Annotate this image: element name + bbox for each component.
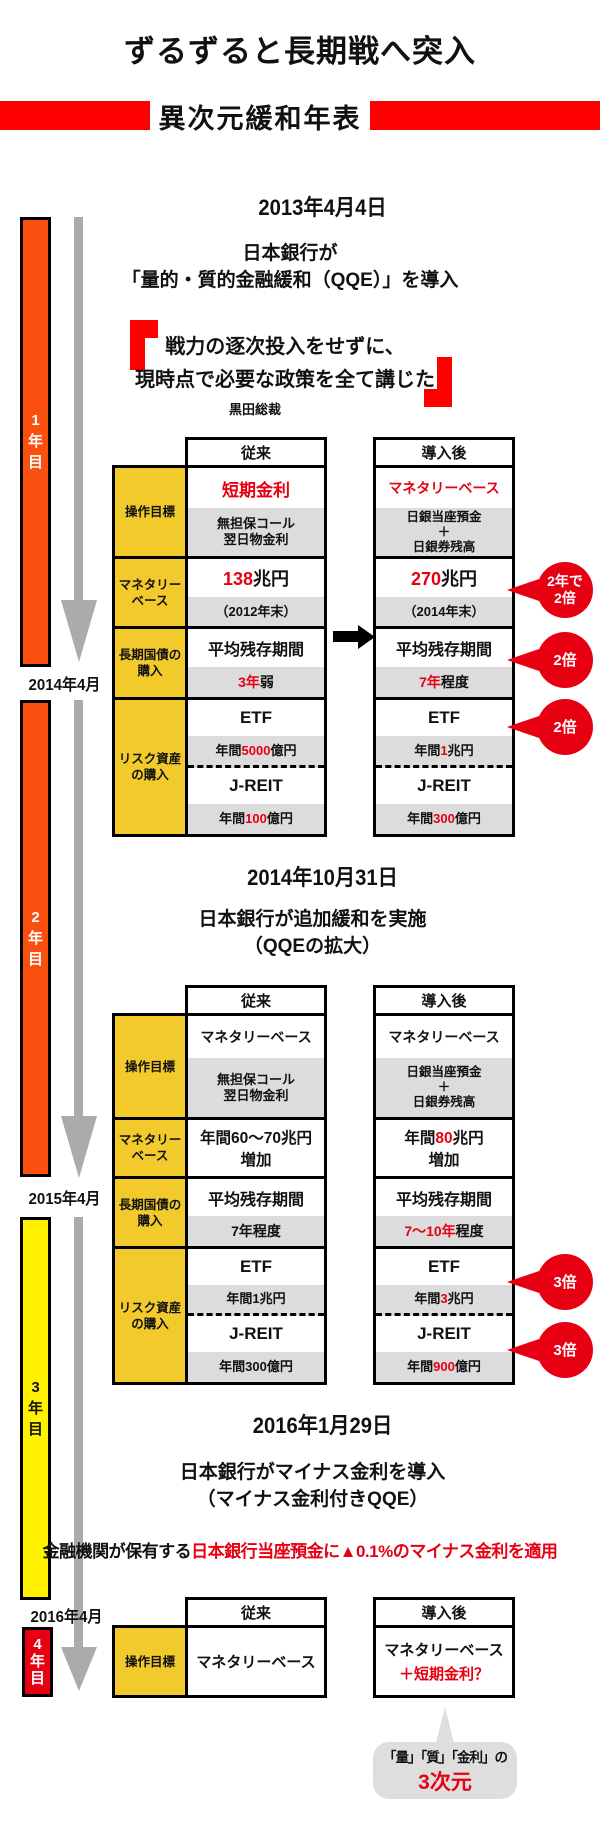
s1-old-header: 従来 (188, 440, 324, 468)
s1-new-row-risk: ETF 年間1兆円 J-REIT 年間300億円 (376, 700, 512, 834)
s2-old-header: 従来 (188, 988, 324, 1016)
timeline-bar-year2: 2 年 目 (20, 700, 51, 1177)
s2-table-old-column: 従来 マネタリーベース 無担保コール翌日物金利 年間60〜70兆円 増加 平均残… (185, 985, 327, 1385)
bubble-line2: 3次元 (418, 1770, 472, 1794)
bubble-line1: 「量」「質」「金利」の (383, 1749, 508, 1765)
s2-badge2-tail (507, 1339, 539, 1361)
s2-label-target: 操作目標 (115, 1016, 185, 1120)
s3-old-header: 従来 (188, 1600, 324, 1628)
s3-table-label-column: 操作目標 (112, 1625, 188, 1698)
s1-old-row-jgb: 平均残存期間 3年弱 (188, 629, 324, 700)
s1-quote-attribution: 黒田総裁 (228, 402, 281, 417)
bubble-tail-icon (436, 1707, 454, 1743)
open-quote-icon (130, 320, 158, 370)
s1-badge-2x-etf: 2倍 (537, 699, 593, 755)
timeline-line-1 (74, 217, 83, 600)
s1-new-header: 導入後 (376, 440, 512, 468)
s3-table-old-column: 従来 マネタリーベース (185, 1597, 327, 1698)
s1-badge1-tail (507, 579, 539, 601)
s1-new-row-target: マネタリーベース 日銀当座預金＋日銀券残高 (376, 468, 512, 559)
s1-old-row-risk: ETF 年間5000億円 J-REIT 年間100億円 (188, 700, 324, 834)
s3-new-header: 導入後 (376, 1600, 512, 1628)
timeline-date-2015: 2015年4月 (28, 1191, 101, 1208)
timeline-bar-year1: 1 年 目 (20, 217, 51, 667)
s1-label-jgb: 長期国債の購入 (115, 629, 185, 700)
s2-table-new-column: 導入後 マネタリーベース 日銀当座預金＋日銀券残高 年間80兆円 増加 平均残存… (373, 985, 515, 1385)
s3-desc-line2: （マイナス金利付きQQE） (196, 1489, 429, 1510)
s2-label-risk-assets: リスク資産の購入 (118, 1300, 182, 1331)
s2-old-row-risk: ETF 年間1兆円 J-REIT 年間300億円 (188, 1249, 324, 1382)
s1-label-target: 操作目標 (115, 468, 185, 559)
s3-table-new-column: 導入後 マネタリーベース ＋短期金利？ (373, 1597, 515, 1698)
s1-badge2-tail (507, 649, 539, 671)
timeline-line-2 (74, 700, 83, 1116)
s3-old-value: マネタリーベース (188, 1628, 324, 1695)
s2-description: 日本銀行が追加緩和を実施 （QQEの拡大） (25, 906, 600, 960)
page-title: ずるずると長期戦へ突入 (124, 34, 476, 69)
close-quote-icon (424, 357, 452, 407)
s1-label-risk-assets: リスク資産の購入 (118, 752, 182, 782)
s2-badge1-tail (507, 1271, 539, 1293)
timeline-arrowhead-1 (61, 600, 97, 662)
s2-desc-line2: （QQEの拡大） (243, 936, 382, 957)
s1-badge3-tail (507, 716, 539, 738)
three-dimensions-bubble: 「量」「質」「金利」の 3次元 (373, 1742, 517, 1799)
s1-new-row-jgb: 平均残存期間 7年程度 (376, 629, 512, 700)
s2-old-row-target: マネタリーベース 無担保コール翌日物金利 (188, 1016, 324, 1120)
timeline-line-3 (74, 1217, 83, 1647)
s1-table-old-column: 従来 短期金利 無担保コール翌日物金利 138兆円 （2012年末） 平均残存期… (185, 437, 327, 837)
transition-arrow-icon (358, 625, 375, 649)
timeline-date-2016: 2016年4月 (30, 1609, 103, 1626)
s3-note-red: 日本銀行当座預金に▲0.1%のマイナス金利を適用 (191, 1542, 558, 1561)
s1-old-row-mb: 138兆円 （2012年末） (188, 559, 324, 629)
s2-old-row-mb: 年間60〜70兆円 増加 (188, 1120, 324, 1179)
s1-quote-line2: 現時点で必要な政策を全て講じた (135, 369, 435, 391)
s1-table-new-column: 導入後 マネタリーベース 日銀当座預金＋日銀券残高 270兆円 （2014年末）… (373, 437, 515, 837)
s1-quote-line1: 戦力の逐次投入をせずに、 (165, 336, 405, 358)
s2-new-row-mb: 年間80兆円 増加 (376, 1120, 512, 1179)
timeline-arrowhead-2 (61, 1116, 97, 1178)
s2-new-row-target: マネタリーベース 日銀当座預金＋日銀券残高 (376, 1016, 512, 1120)
s2-old-row-jgb: 平均残存期間 7年程度 (188, 1179, 324, 1249)
s2-desc-line1: 日本銀行が追加緩和を実施 (198, 909, 427, 930)
s2-label-jgb: 長期国債の購入 (115, 1179, 185, 1249)
s2-date-heading: 2014年10月31日 (247, 865, 398, 890)
s2-badge-3x-jreit: 3倍 (537, 1322, 593, 1378)
s3-label-target: 操作目標 (124, 1654, 175, 1669)
s1-old-row-target: 短期金利 無担保コール翌日物金利 (188, 468, 324, 559)
s3-date-heading: 2016年1月29日 (252, 1413, 393, 1438)
s2-new-row-risk: ETF 年間3兆円 J-REIT 年間900億円 (376, 1249, 512, 1382)
s2-new-header: 導入後 (376, 988, 512, 1016)
s2-badge-3x-etf: 3倍 (537, 1254, 593, 1310)
timeline-bar-year4: 4 年 目 (22, 1627, 53, 1697)
s3-description: 日本銀行がマイナス金利を導入 （マイナス金利付きQQE） (25, 1459, 600, 1513)
s3-note-black: 金融機関が保有する (42, 1542, 192, 1561)
transition-arrow-bar (333, 631, 359, 642)
s1-desc-line1: 日本銀行が (242, 243, 338, 264)
s1-label-monetary-base: マネタリーベース (115, 559, 185, 629)
s1-new-row-mb: 270兆円 （2014年末） (376, 559, 512, 629)
s1-description: 日本銀行が 「量的・質的金融緩和（QQE）」を導入 (0, 240, 580, 294)
s2-new-row-jgb: 平均残存期間 7〜10年程度 (376, 1179, 512, 1249)
timeline-bar-year3: 3 年 目 (20, 1217, 51, 1600)
s1-badge-2x-jgb: 2倍 (537, 632, 593, 688)
s2-table-label-column: 操作目標 マネタリーベース 長期国債の購入 リスク資産の購入 (112, 1013, 188, 1385)
s3-policy-note: 金融機関が保有する日本銀行当座預金に▲0.1%のマイナス金利を適用 (0, 1537, 600, 1562)
timeline-arrowhead-3 (61, 1647, 97, 1691)
banner-label: 異次元緩和年表 (150, 95, 370, 137)
s2-label-monetary-base: マネタリーベース (115, 1120, 185, 1179)
s1-quote: 戦力の逐次投入をせずに、 現時点で必要な政策を全て講じた (0, 331, 570, 397)
s3-new-value: マネタリーベース ＋短期金利？ (376, 1628, 512, 1695)
s1-desc-line2: 「量的・質的金融緩和（QQE）」を導入 (121, 270, 459, 291)
s1-table-label-column: 操作目標 マネタリーベース 長期国債の購入 リスク資産の購入 (112, 465, 188, 837)
s1-date-heading: 2013年4月4日 (258, 195, 387, 220)
timeline-date-2014: 2014年4月 (28, 677, 101, 694)
s3-desc-line1: 日本銀行がマイナス金利を導入 (179, 1462, 446, 1483)
